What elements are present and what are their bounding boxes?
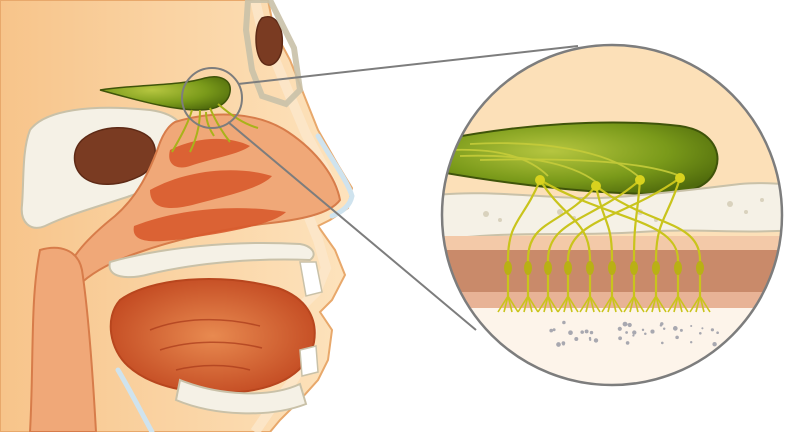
neuron-cell-body (586, 261, 594, 275)
odor-molecule (673, 326, 678, 331)
olfactory-epithelium (430, 250, 786, 292)
neuron-cell-body (652, 261, 660, 275)
odor-molecule (623, 322, 628, 327)
odor-molecule (590, 331, 593, 334)
odor-molecule (650, 330, 654, 334)
odor-molecule (642, 329, 644, 331)
odor-molecule (644, 332, 647, 335)
odor-molecule (675, 336, 679, 340)
neuron-cell-body (564, 261, 572, 275)
magnified-view (430, 40, 786, 398)
odor-molecule (562, 343, 565, 346)
odor-molecule (680, 329, 683, 332)
odor-molecule (625, 331, 628, 334)
odor-molecule (568, 330, 573, 335)
odor-molecule (699, 332, 702, 335)
odor-molecule (574, 337, 578, 341)
odor-molecule (660, 324, 663, 327)
head-section (0, 0, 352, 432)
mucosa-upper (430, 236, 786, 250)
odor-molecule (716, 331, 719, 334)
frontal-sinus (256, 17, 282, 65)
odor-molecule (690, 341, 692, 343)
odor-molecule (589, 339, 591, 341)
odor-molecule (632, 330, 636, 334)
odor-molecule (663, 327, 665, 329)
odor-molecule (661, 342, 664, 345)
glomerulus (635, 175, 645, 185)
odor-molecule (632, 334, 634, 336)
neuron-cell-body (544, 261, 552, 275)
neuron-cell-body (504, 261, 512, 275)
odor-molecule (556, 342, 561, 347)
odor-molecule (618, 327, 622, 331)
lower-teeth (300, 346, 318, 376)
odor-molecule (690, 325, 692, 327)
neuron-cell-body (524, 261, 532, 275)
odor-molecule (553, 328, 556, 331)
odor-molecule (701, 327, 703, 329)
odor-molecule (618, 336, 622, 340)
glomerulus (675, 173, 685, 183)
odor-molecule (585, 329, 589, 333)
odor-molecule (626, 341, 630, 345)
glomerulus (591, 181, 601, 191)
tongue (111, 279, 315, 393)
odor-molecule (628, 323, 632, 327)
mucosa-lower (430, 292, 786, 308)
neuron-cell-body (608, 261, 616, 275)
odor-molecule (594, 338, 598, 342)
neuron-cell-body (630, 261, 638, 275)
odor-molecule (562, 321, 566, 325)
odor-molecule (549, 329, 553, 333)
neuron-cell-body (674, 261, 682, 275)
odor-molecule (580, 330, 584, 334)
odor-molecule (712, 342, 716, 346)
neuron-cell-body (696, 261, 704, 275)
glomerulus (535, 175, 545, 185)
odor-molecule (711, 328, 714, 331)
